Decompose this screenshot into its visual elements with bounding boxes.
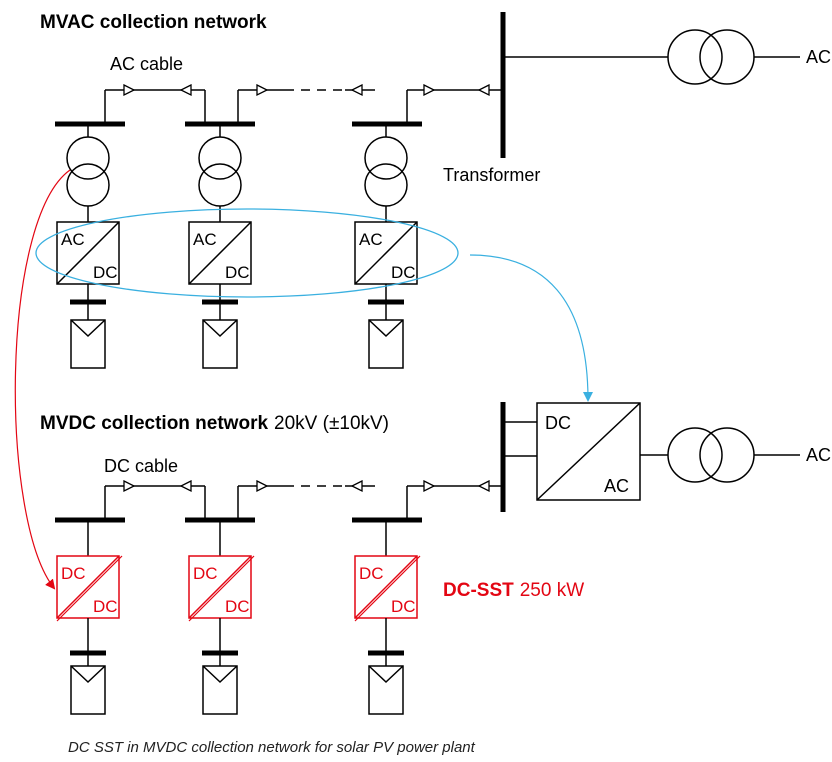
svg-text:DC: DC — [545, 413, 571, 433]
svg-text:DC: DC — [391, 597, 416, 616]
mvac-section: MVAC collection network AC cable Transfo… — [35, 12, 831, 369]
mvdc-grid-label: AC — [806, 445, 831, 465]
dc-cable — [104, 485, 503, 520]
transformer-icon — [198, 136, 242, 207]
mvdc-grid-transformer-icon — [667, 427, 755, 483]
dc-cable-label: DC cable — [104, 456, 178, 476]
dc-sst-rating: 250 kW — [520, 580, 584, 601]
ac-dc-converter: AC DC — [354, 221, 418, 285]
mvdc-title: MVDC collection network — [40, 413, 268, 434]
svg-text:DC: DC — [61, 564, 86, 583]
blue-arrow-icon — [469, 254, 593, 402]
pv-panel-icon — [368, 319, 404, 369]
svg-text:AC: AC — [193, 230, 217, 249]
mvac-title: MVAC collection network — [40, 12, 267, 33]
ac-cable — [104, 89, 503, 124]
svg-text:DC: DC — [93, 263, 118, 282]
pv-panel-icon — [368, 665, 404, 715]
pv-panel-icon — [202, 319, 238, 369]
dc-sst-converter: DC DC — [354, 555, 421, 622]
mvac-string-2: AC DC — [185, 121, 255, 369]
transformer-label: Transformer — [443, 165, 540, 185]
dc-sst-converter: DC DC — [188, 555, 255, 622]
red-arrow-icon — [14, 169, 71, 590]
converter-group-ellipse — [35, 208, 459, 298]
ac-dc-converter: AC DC — [188, 221, 252, 285]
ac-cable-label: AC cable — [110, 54, 183, 74]
figure-caption: DC SST in MVDC collection network for so… — [68, 739, 476, 756]
svg-text:AC: AC — [61, 230, 85, 249]
mvdc-voltage: 20kV (±10kV) — [274, 413, 389, 434]
mvac-string-3: AC DC — [352, 121, 422, 369]
svg-text:DC: DC — [193, 564, 218, 583]
transformer-icon — [364, 136, 408, 207]
pv-panel-icon — [70, 665, 106, 715]
pv-panel-icon — [202, 665, 238, 715]
mvac-grid-label: AC — [806, 47, 831, 67]
svg-text:DC: DC — [225, 263, 250, 282]
svg-text:DC: DC — [225, 597, 250, 616]
mvdc-string-2: DC DC — [185, 517, 255, 715]
ac-dc-converter: AC DC — [56, 221, 120, 285]
pv-panel-icon — [70, 319, 106, 369]
svg-text:DC: DC — [391, 263, 416, 282]
ac-cable-terminals — [123, 83, 490, 97]
mvdc-title-line: MVDC collection network 20kV (±10kV) — [40, 413, 389, 434]
dc-sst-name: DC-SST — [443, 580, 514, 601]
mvdc-string-1: DC DC — [55, 517, 125, 715]
dc-cable-terminals — [123, 479, 490, 493]
dc-sst-converter: DC DC — [56, 555, 123, 622]
mvdc-string-3: DC DC — [352, 517, 422, 715]
svg-text:AC: AC — [604, 476, 629, 496]
main-dc-ac-converter: DC AC — [536, 402, 641, 501]
transformer-icon — [66, 136, 110, 207]
mvac-string-1: AC DC — [55, 121, 125, 369]
dc-sst-label: DC-SST 250 kW — [443, 580, 584, 601]
mvdc-section: MVDC collection network 20kV (±10kV) DC c… — [40, 402, 831, 715]
svg-text:AC: AC — [359, 230, 383, 249]
svg-text:DC: DC — [93, 597, 118, 616]
mvac-grid-transformer-icon — [667, 29, 755, 85]
svg-text:DC: DC — [359, 564, 384, 583]
